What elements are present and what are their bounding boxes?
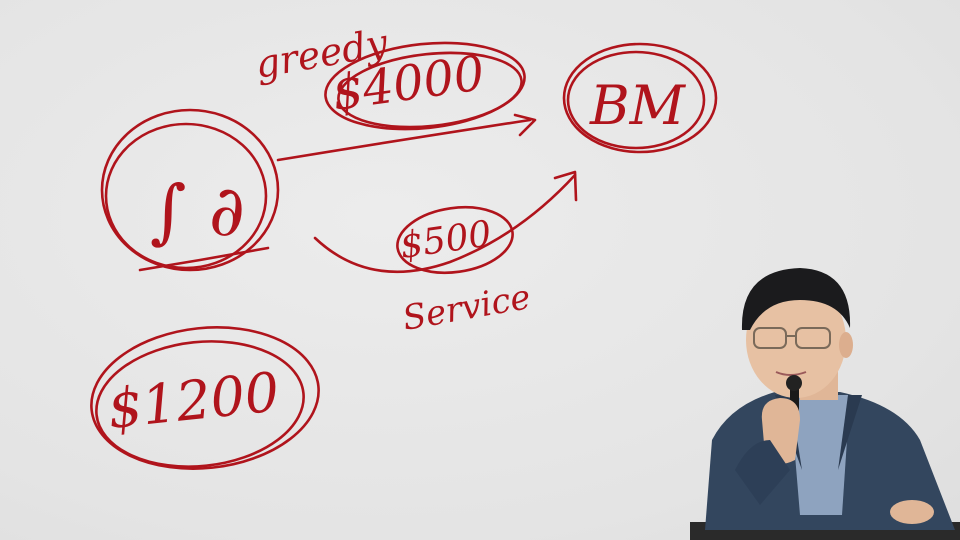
arrow-to-bm-head <box>513 113 537 137</box>
bm-circle-inner <box>566 50 706 150</box>
mouth <box>775 371 807 376</box>
microphone-head <box>786 375 802 391</box>
person-glyph: ∫ ∂ <box>150 170 245 252</box>
sleeve <box>735 440 790 505</box>
shirt <box>790 395 850 515</box>
service-arrow <box>313 173 577 274</box>
right-hand <box>890 500 934 524</box>
lapel-right <box>838 395 862 470</box>
ear <box>839 332 853 358</box>
person-circle-outer <box>100 108 280 272</box>
person-underline <box>138 246 270 272</box>
arrow-to-bm <box>276 118 532 162</box>
amount-bottom-circle-outer <box>90 326 320 470</box>
bm-group: BM <box>562 42 718 154</box>
amount-top-circle <box>324 41 526 131</box>
person-circle-group: ∫ ∂ <box>100 108 280 272</box>
glasses <box>753 327 831 349</box>
bm-circle-outer <box>562 42 718 154</box>
amount-bottom-circle-inner <box>95 340 305 468</box>
amount-mid-circle <box>396 205 514 275</box>
service-arrow-head <box>553 170 578 202</box>
amount-top-circle-inner <box>337 51 523 129</box>
person-circle-inner <box>104 122 268 270</box>
bm-label: BM <box>589 74 687 137</box>
hair <box>741 268 851 330</box>
